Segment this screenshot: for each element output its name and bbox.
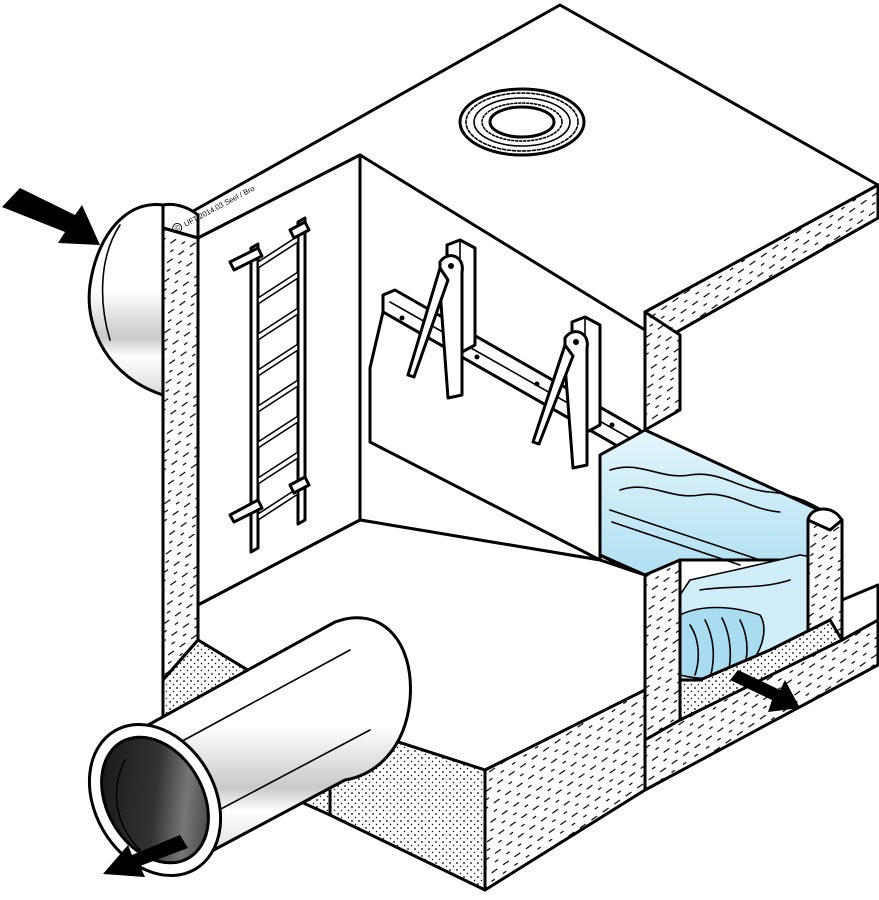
left-wall-cut <box>161 226 200 682</box>
arrow-icon <box>730 670 800 712</box>
ladder-rung <box>257 307 299 341</box>
outflow-arrow <box>103 835 188 877</box>
inflow-arrow <box>2 188 100 245</box>
ladder-rung <box>257 271 299 305</box>
outlet-pipe <box>87 616 412 877</box>
credit-symbol: © <box>173 222 183 233</box>
ladder-rung <box>257 451 299 485</box>
manhole-cover <box>458 87 586 157</box>
inlet-pipe <box>87 202 200 397</box>
ladder-rung <box>257 379 299 413</box>
ladder <box>228 216 311 554</box>
ladder-rung <box>257 235 299 269</box>
arrow-icon <box>2 188 100 245</box>
overflow-arrow <box>730 670 800 712</box>
flap-bracket-left <box>406 238 477 400</box>
arrow-icon <box>103 835 188 877</box>
flap-bracket-right <box>531 315 602 470</box>
ladder-rung <box>257 343 299 377</box>
overflow-channel <box>598 428 844 681</box>
ladder-rung <box>257 415 299 449</box>
ladder-rung <box>257 487 299 521</box>
divider-wall <box>643 558 682 742</box>
